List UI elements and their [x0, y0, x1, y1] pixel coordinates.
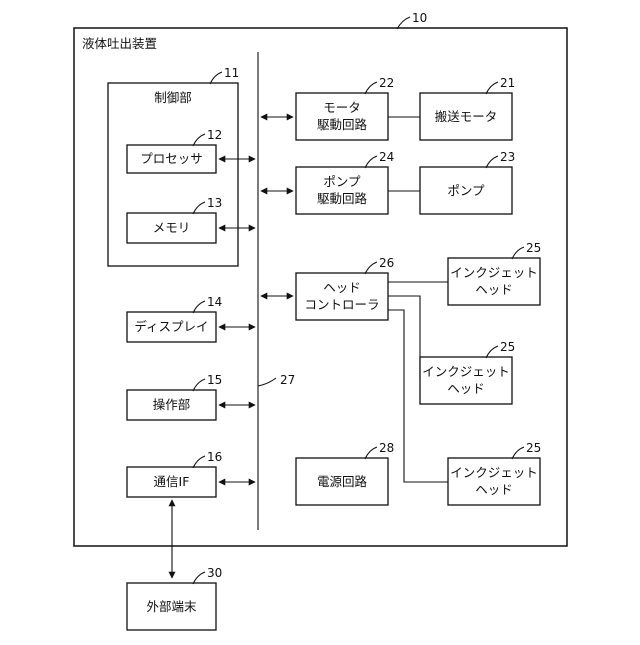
control-unit-label: 制御部	[154, 90, 192, 105]
motor-drive-ref-leader	[365, 82, 377, 94]
pump-drive-ref-leader	[365, 156, 377, 168]
inkjet-head-1-label-2: ヘッド	[475, 282, 513, 297]
device-ref: 10	[412, 11, 427, 25]
pump-label: ポンプ	[447, 183, 485, 198]
inkjet-head-2-ref-leader	[486, 346, 498, 358]
display-label: ディスプレイ	[134, 319, 208, 334]
pump-ref: 23	[500, 150, 515, 164]
motor-drive-ref: 22	[379, 76, 394, 90]
inkjet-head-1-ref-leader	[512, 247, 524, 259]
head-controller-label-2: コントローラ	[304, 297, 379, 312]
inkjet-head-3-ref: 25	[526, 441, 541, 455]
external-ref-leader	[193, 572, 205, 584]
control-ref: 11	[224, 66, 239, 80]
operation-ref-leader	[193, 379, 205, 391]
control-ref-leader	[210, 72, 222, 84]
external-terminal-label: 外部端末	[146, 599, 197, 614]
comm-ref-leader	[193, 456, 205, 468]
external-ref: 30	[207, 566, 222, 580]
motor-drive-label-1: モータ	[323, 100, 361, 115]
inkjet-head-2-ref: 25	[500, 340, 515, 354]
device-label: 液体吐出装置	[82, 36, 157, 51]
inkjet-head-3-ref-leader	[512, 447, 524, 459]
inkjet-head-3-label-1: インクジェット	[450, 465, 538, 480]
processor-ref: 12	[207, 128, 222, 142]
power-ref: 28	[379, 441, 394, 455]
display-ref: 14	[207, 295, 222, 309]
transport-motor-label: 搬送モータ	[435, 109, 498, 124]
pump-ref-leader	[486, 156, 498, 168]
operation-label: 操作部	[153, 397, 191, 412]
bus-ref: 27	[280, 373, 295, 387]
operation-ref: 15	[207, 373, 222, 387]
power-circuit-label: 電源回路	[317, 474, 368, 489]
transport-motor-ref: 21	[500, 76, 515, 90]
processor-label: プロセッサ	[140, 151, 203, 166]
memory-label: メモリ	[153, 220, 191, 235]
memory-ref: 13	[207, 196, 222, 210]
bus-ref-leader	[258, 378, 276, 386]
transport-motor-ref-leader	[486, 82, 498, 94]
inkjet-head-1-ref: 25	[526, 241, 541, 255]
comm-if-label: 通信IF	[154, 474, 190, 489]
head-controller-label-1: ヘッド	[323, 280, 361, 295]
inkjet-head-2-label-2: ヘッド	[447, 381, 485, 396]
inkjet-head-1-label-1: インクジェット	[450, 265, 538, 280]
inkjet-head-3-label-2: ヘッド	[475, 482, 513, 497]
motor-drive-label-2: 駆動回路	[317, 117, 368, 132]
pump-drive-label-1: ポンプ	[323, 174, 361, 189]
display-ref-leader	[193, 301, 205, 313]
pump-drive-ref: 24	[379, 150, 394, 164]
head-controller-ref: 26	[379, 256, 394, 270]
inkjet-head-2-label-1: インクジェット	[422, 364, 510, 379]
head-controller-ref-leader	[365, 262, 377, 274]
device-ref-leader	[397, 17, 410, 29]
comm-ref: 16	[207, 450, 222, 464]
pump-drive-label-2: 駆動回路	[317, 191, 368, 206]
power-ref-leader	[365, 447, 377, 459]
